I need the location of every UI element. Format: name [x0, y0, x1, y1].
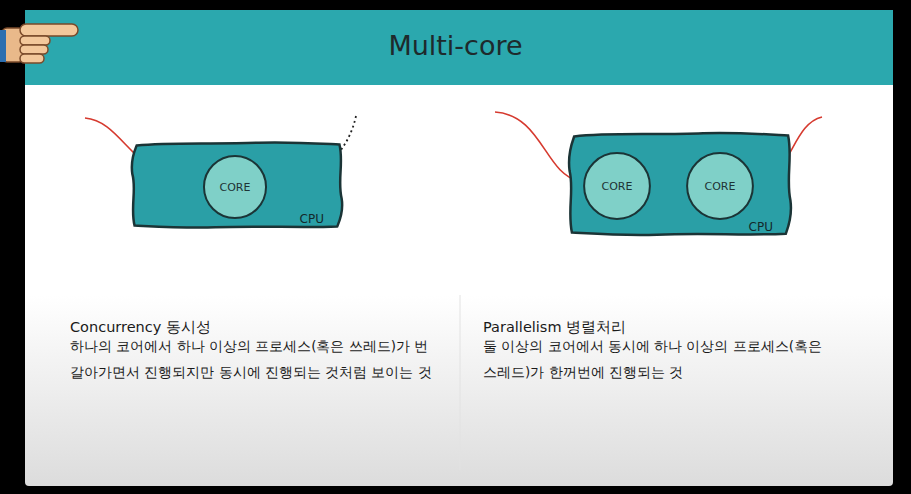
cpu-block: CPU CORE	[128, 140, 346, 230]
section-heading: Concurrency 동시성	[70, 318, 450, 337]
pointing-hand	[0, 24, 78, 63]
core-circle: CORE	[582, 151, 652, 221]
section-heading: Parallelism 병렬처리	[483, 318, 863, 337]
core-circle: CORE	[202, 154, 268, 220]
cpu-block: CPUCORECORE	[565, 130, 795, 238]
section-description: 하나의 코어에서 하나 이상의 프로세스(혹은 쓰레드)가 번갈아가면서 진행되…	[70, 333, 440, 385]
core-label: CORE	[685, 151, 755, 221]
cpu-label: CPU	[749, 220, 773, 234]
divider-line	[460, 295, 461, 470]
section-description: 둘 이상의 코어에서 동시에 하나 이상의 프로세스(혹은 스레드)가 한꺼번에…	[483, 333, 828, 385]
core-label: CORE	[582, 151, 652, 221]
process-arrow	[495, 112, 579, 181]
core-label: CORE	[202, 154, 268, 220]
core-circle: CORE	[685, 151, 755, 221]
slide-title: Multi-core	[0, 30, 911, 61]
cpu-label: CPU	[300, 212, 324, 226]
